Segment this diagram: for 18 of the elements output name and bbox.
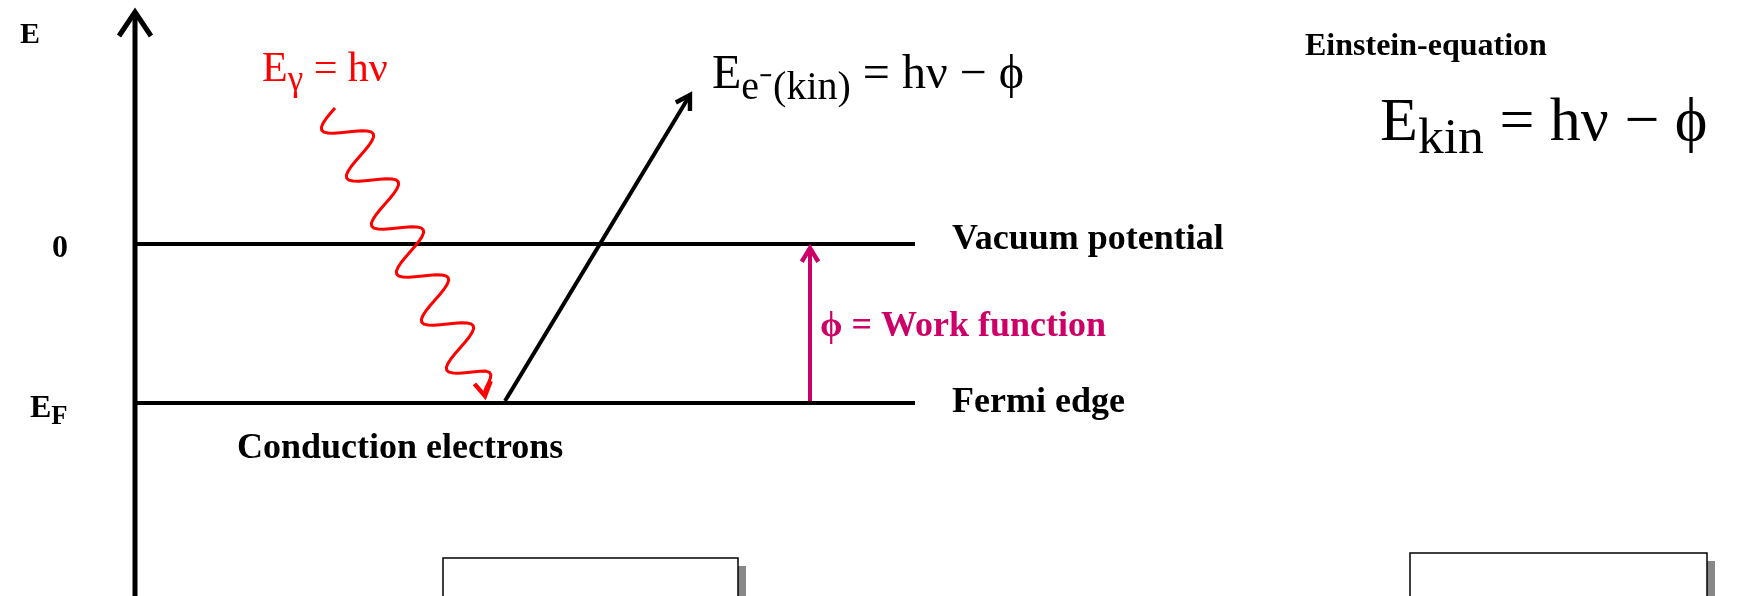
edge-label: ϕ = Work function <box>820 306 1106 342</box>
axis-label: 0 <box>52 230 68 262</box>
energy-level-line <box>135 401 915 405</box>
arrow <box>799 245 821 401</box>
level-label: Vacuum potential <box>952 219 1224 255</box>
level-label: Fermi edge <box>952 382 1125 418</box>
axis-label: E$_{F}$ <box>30 390 68 430</box>
formula-box <box>442 557 746 596</box>
arrow <box>503 92 693 403</box>
formula-label: E$_{γ}$ = hν <box>262 46 388 97</box>
axis-label: E <box>20 18 40 48</box>
caption-label: Conduction electrons <box>237 428 564 464</box>
heading: Einstein-equation <box>1305 28 1547 60</box>
energy-level-line <box>135 242 915 246</box>
formula-label: E$_{e⁻(kin)}$ = hν − ϕ <box>712 48 1024 106</box>
equation: E$_{kin}$ = hν − ϕ <box>1380 88 1708 163</box>
formula-box <box>1409 552 1715 596</box>
wavy-arrow <box>319 107 493 399</box>
